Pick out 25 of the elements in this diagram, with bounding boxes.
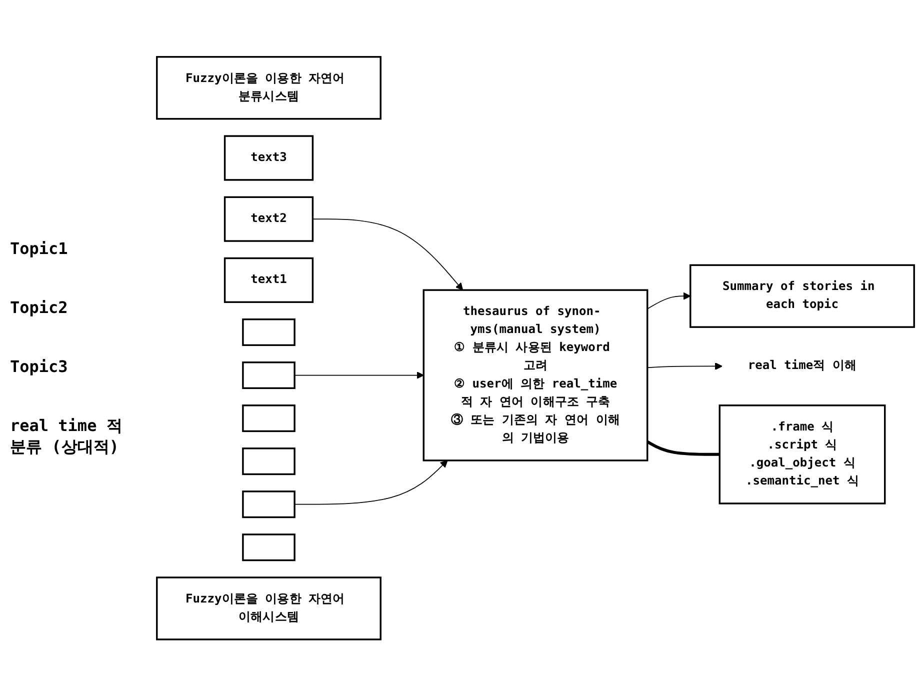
node-box: Fuzzy이론을 이용한 자연어 분류시스템 <box>156 56 382 120</box>
node-box: Fuzzy이론을 이용한 자연어 이해시스템 <box>156 576 382 641</box>
arrow <box>294 372 424 380</box>
node-box <box>242 362 296 390</box>
arrow <box>646 362 722 370</box>
node-text: real time적 이해 <box>748 359 857 374</box>
note-text: Topic2 <box>10 298 69 317</box>
node-box: text1 <box>224 258 314 304</box>
node-box: Summary of stories in each topic <box>690 264 915 328</box>
node-box: text3 <box>224 136 314 182</box>
node-box: .frame 식 .script 식 .goal_object 식 .semantic_net 식 <box>718 404 886 505</box>
note-text: Topic1 <box>10 239 69 258</box>
node-box <box>242 318 296 346</box>
arrow <box>646 292 691 310</box>
node-box <box>242 404 296 432</box>
node-box <box>242 448 296 476</box>
node-box <box>242 534 296 562</box>
node-box: text2 <box>224 196 314 242</box>
connector <box>646 440 720 456</box>
note-text: Topic3 <box>10 357 69 376</box>
note-text: real time 적 분류 (상대적) <box>10 416 124 458</box>
node-box <box>242 490 296 518</box>
node-box: thesaurus of synon- yms(manual system) ① 분류시 사용된 keyword 고려 ② user에 의한 real_time적 자 연어 이해구조 구축 ③ 또는 기존의 자 연어 이해의 기법이용 <box>422 290 648 462</box>
arrow <box>312 219 464 291</box>
arrow <box>294 460 448 506</box>
